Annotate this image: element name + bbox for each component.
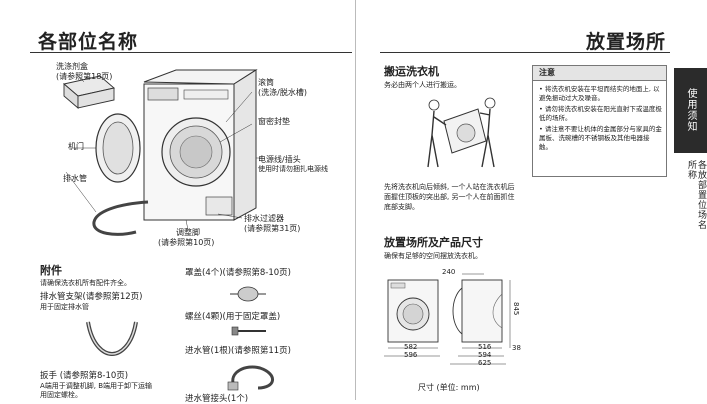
label-drain-filter-ref: (请参照第31页)	[244, 224, 301, 233]
carry-detail-1: 先将洗衣机向后倾斜, 一个人站在洗衣机后	[384, 183, 515, 191]
chapter-sidebar	[674, 0, 707, 400]
accessories-title: 附件	[40, 264, 62, 277]
notice-item: • 将洗衣机安装在平坦而结实的地面上, 以避免振动过大及噪音。	[539, 85, 660, 102]
tab-usage-notes[interactable]: 使用须知	[674, 68, 707, 153]
dim-596: 596	[404, 351, 418, 359]
label-drain-filter: 排水过滤器	[244, 214, 284, 223]
notice-item: • 请注意不要让机体的金属部分与家具的金属板、洗碗槽的不锈钢板及其他电器接触。	[539, 125, 662, 151]
label-drain-hose: 排水管	[63, 174, 87, 183]
hose-bracket-note: 用于固定排水管	[40, 303, 89, 311]
label-door-seal: 窗密封垫	[258, 117, 290, 126]
dimension-drawing	[384, 273, 511, 365]
bottom-cut-label: 进水管接头(1个)	[185, 394, 249, 404]
label-drum: 滚筒	[258, 78, 274, 87]
dimension-unit: 尺寸 (单位: mm)	[418, 383, 480, 392]
dim-625: 625	[478, 359, 492, 367]
right-page-title: 放置场所	[586, 31, 667, 53]
place-title: 放置场所及产品尺寸	[384, 236, 483, 249]
wrench-note-1: A端用于调整机脚, B端用于卸下运输	[40, 382, 153, 390]
dim-240: 240	[442, 268, 456, 276]
label-door: 机门	[68, 142, 84, 151]
screw-label: 螺丝(4颗)(用于固定罩盖)	[185, 312, 281, 322]
notice-box: 注意 • 将洗衣机安装在平坦而结实的地面上, 以避免振动过大及噪音。 • 请勿将…	[532, 65, 667, 177]
tab-parts-placement-label[interactable]: 各放部置位场名所称	[686, 160, 706, 230]
carry-detail-3: 底部支脚。	[384, 203, 419, 211]
wrench-label: 扳手 (请参照第8-10页)	[40, 371, 129, 381]
cap-label: 罩盖(4个)(请参照第8-10页)	[185, 268, 291, 278]
wrench-note-2: 用固定螺栓。	[40, 391, 82, 399]
label-adjust-foot: 调整脚	[176, 228, 200, 237]
hose-bracket-label: 排水管支架(请参照第12页)	[40, 292, 143, 302]
cap-illustration	[230, 286, 266, 302]
notice-item: • 请勿将洗衣机安装在阳光直射下或温度极低的场所。	[539, 105, 662, 122]
left-page-title: 各部位名称	[38, 31, 139, 53]
dim-582: 582	[404, 343, 418, 351]
hose-bracket-illustration	[86, 321, 138, 357]
carry-illustration	[427, 97, 496, 168]
label-power-cord: 电源线/插头	[258, 155, 301, 164]
left-title-rule	[30, 52, 352, 53]
carry-desc: 务必由两个人进行搬运。	[384, 81, 461, 89]
inlet-hose-label: 进水管(1根)(请参照第11页)	[185, 346, 291, 356]
dim-38: 38	[512, 344, 521, 352]
place-desc: 确保有足够的空间摆放洗衣机。	[384, 252, 482, 260]
label-adjust-foot-ref: (请参照第10页)	[158, 238, 215, 247]
accessories-note: 请确保洗衣机所有配件齐全。	[40, 279, 131, 287]
label-detergent-box: 洗涤剂盒	[56, 62, 88, 71]
carry-detail-2: 面握住顶板的突出部, 另一个人在前面抓住	[384, 193, 515, 201]
dim-845: 845	[512, 302, 520, 316]
right-title-rule	[380, 52, 670, 53]
label-power-cord-note: 使用时请勿捆扎电源线	[258, 165, 328, 173]
dim-516: 516	[478, 343, 492, 351]
tab-usage-notes-label: 使用须知	[685, 88, 696, 132]
washer-parts-illustration	[63, 69, 262, 236]
page-gutter	[355, 0, 356, 400]
carry-title: 搬运洗衣机	[384, 65, 439, 78]
label-drum-note: (洗涤/脱水槽)	[258, 88, 307, 97]
inlet-hose-illustration	[227, 365, 274, 391]
dim-594: 594	[478, 351, 492, 359]
label-detergent-box-ref: (请参照第18页)	[56, 72, 113, 81]
notice-head: 注意	[533, 66, 666, 81]
screw-illustration	[231, 326, 266, 336]
